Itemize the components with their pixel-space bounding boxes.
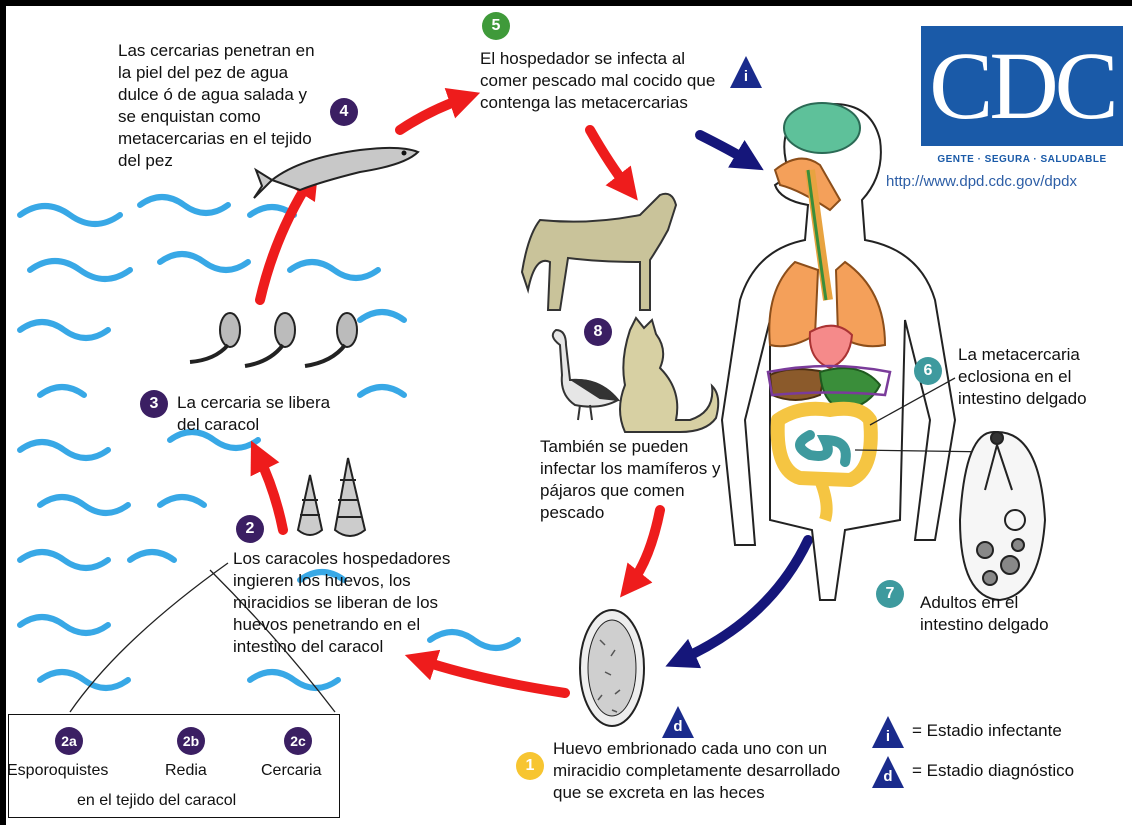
infective-stage-marker: i (732, 68, 760, 85)
cdc-logo-text: CDC (921, 32, 1123, 140)
bird-illustration (553, 330, 618, 420)
step-7-badge: 7 (876, 580, 904, 608)
cdc-tagline: GENTE · SEGURA · SALUDABLE (921, 154, 1123, 165)
legend-diagnostic-label: = Estadio diagnóstico (912, 760, 1074, 782)
cdc-logo-box: CDC (921, 26, 1123, 146)
cdc-url: http://www.dpd.cdc.gov/dpdx (886, 173, 1077, 190)
diagnostic-stage-marker: d (664, 718, 692, 735)
stage-2b-badge: 2b (177, 727, 205, 755)
egg-illustration (580, 610, 644, 726)
step-1-badge: 1 (516, 752, 544, 780)
legend-infective-label: = Estadio infectante (912, 720, 1062, 742)
step-2-badge: 2 (236, 515, 264, 543)
stage-2c-label: Cercaria (261, 760, 321, 782)
step-3-badge: 3 (140, 390, 168, 418)
cercariae-illustration (190, 313, 357, 366)
snail-illustration (298, 458, 365, 536)
snail-stages-caption: en el tejido del caracol (77, 790, 236, 812)
step-8-badge: 8 (584, 318, 612, 346)
step-5-badge: 5 (482, 12, 510, 40)
stage-2b-label: Redia (165, 760, 207, 782)
step-5-text: El hospedador se infecta al comer pescad… (480, 48, 725, 114)
step-4-text: Las cercarias penetran en la piel del pe… (118, 40, 328, 172)
step-3-text: La cercaria se libera del caracol (177, 392, 357, 436)
cdc-logo: CDC GENTE · SEGURA · SALUDABLE (921, 26, 1123, 166)
step-1-text: Huevo embrionado cada uno con un miracid… (553, 738, 843, 825)
adult-fluke-illustration (960, 432, 1045, 600)
step-2-text: Los caracoles hospedadores ingieren los … (233, 548, 488, 658)
step-6-text: La metacercaria eclosiona en el intestin… (958, 344, 1108, 410)
stage-2a-badge: 2a (55, 727, 83, 755)
stage-2c-badge: 2c (284, 727, 312, 755)
step-4-badge: 4 (330, 98, 358, 126)
snail-stages-box: 2a 2b 2c Esporoquistes Redia Cercaria en… (8, 714, 340, 818)
step-8-text: También se pueden infectar los mamíferos… (540, 436, 725, 524)
legend-infective-symbol: i (874, 728, 902, 745)
legend-diagnostic-symbol: d (874, 768, 902, 785)
step-6-badge: 6 (914, 357, 942, 385)
stage-2a-label: Esporoquistes (7, 760, 108, 782)
step-7-text: Adultos en el intestino delgado (920, 592, 1060, 636)
cat-illustration (620, 318, 718, 432)
dog-illustration (522, 194, 676, 310)
